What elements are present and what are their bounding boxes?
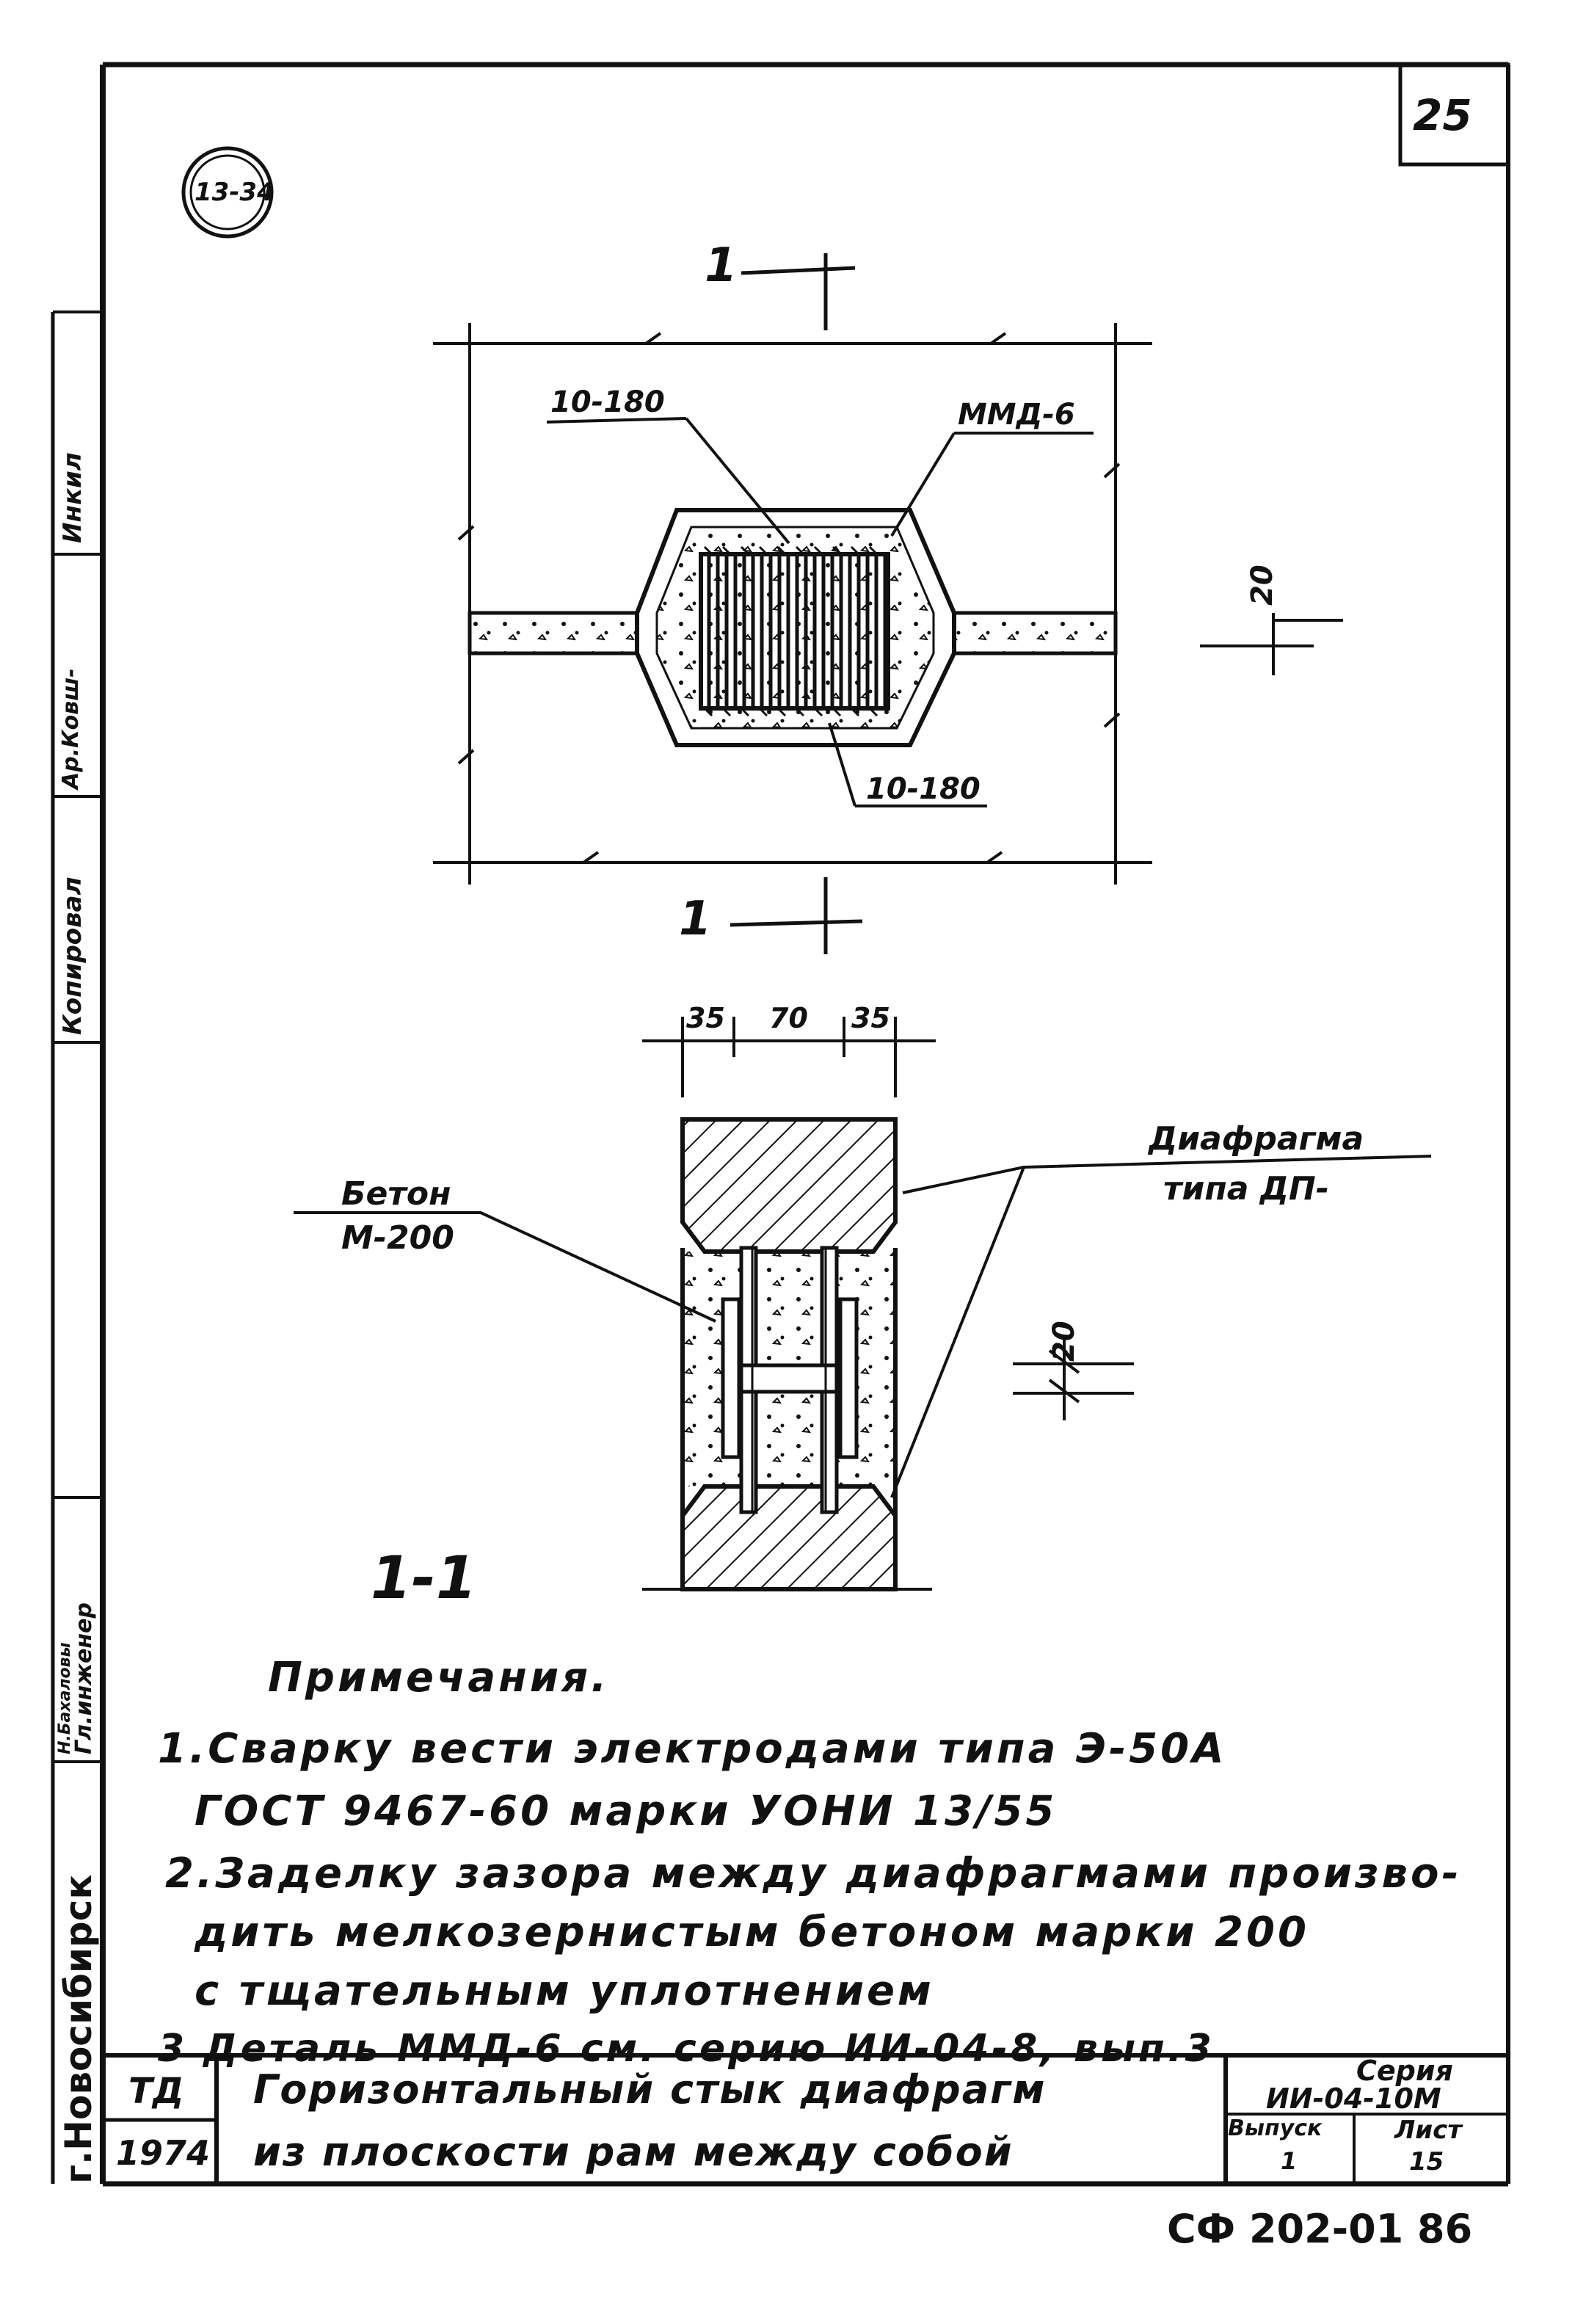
- title-line2: из плоскости рам между собой: [253, 2129, 1014, 2175]
- note-line: 3 Деталь ММД-6 см. серию ИИ-04-8, вып.3: [158, 2027, 1215, 2071]
- section-title: 1-1: [371, 1544, 477, 1612]
- diaphragm-label-line1: Диафрагма: [1149, 1120, 1364, 1158]
- section-dim-left: 35: [686, 1002, 725, 1034]
- concrete-label-line2: М-200: [341, 1219, 454, 1257]
- rebar-label-top: 10-180: [550, 385, 665, 419]
- section-dim-mid: 70: [769, 1002, 808, 1034]
- archive-number: СФ 202-01 86: [1167, 2206, 1473, 2252]
- page-number: 25: [1413, 90, 1472, 140]
- note-line: дить мелкозернистым бетоном марки 200: [194, 1909, 1309, 1956]
- sheet-value: 15: [1409, 2147, 1444, 2176]
- stamp-label: Гл.инженер: [71, 1602, 97, 1754]
- section-dim-right: 35: [851, 1002, 890, 1034]
- detail-label: ММД-6: [958, 398, 1075, 432]
- notes-heading: Примечания.: [268, 1654, 610, 1702]
- section-mark-bottom: 1: [679, 892, 712, 946]
- circle-mark-label: 13-34: [194, 178, 274, 207]
- sheet-label: Лист: [1394, 2116, 1462, 2145]
- section-dimension-20: 20: [1047, 1321, 1081, 1362]
- stamp-label: Копировал: [58, 876, 87, 1035]
- issue-label: Выпуск: [1228, 2116, 1323, 2141]
- section-view: [294, 1017, 1432, 1591]
- sheet-frame: [51, 62, 1510, 2187]
- note-line: 1.Сварку вести электродами типа Э-50А: [158, 1725, 1227, 1773]
- plan-dimension-20: 20: [1245, 564, 1279, 606]
- stamp-label: Инкил: [58, 452, 87, 543]
- section-mark-top: 1: [705, 239, 738, 293]
- title-year: 1974: [116, 2133, 211, 2173]
- stamp-label: Ар.Ковш-: [58, 668, 84, 789]
- note-line: 2.Заделку зазора между диафрагмами произ…: [165, 1850, 1462, 1898]
- series-value: ИИ-04-10М: [1266, 2082, 1441, 2115]
- plan-view: [433, 253, 1343, 954]
- concrete-label-line1: Бетон: [341, 1175, 451, 1213]
- note-line: с тщательным уплотнением: [194, 1967, 934, 2015]
- note-line: ГОСТ 9467-60 марки УОНИ 13/55: [194, 1787, 1058, 1835]
- diaphragm-label-line2: типа ДП-: [1163, 1170, 1330, 1208]
- issue-value: 1: [1281, 2147, 1298, 2175]
- stamp-label: Н.Бахаловы: [56, 1642, 74, 1754]
- series-label: Серия: [1356, 2055, 1453, 2087]
- stamp-city: г.Новосибирск: [57, 1874, 100, 2184]
- title-org: ТД: [128, 2071, 184, 2112]
- title-line1: Горизонтальный стык диафрагм: [253, 2066, 1047, 2113]
- rebar-label-bottom: 10-180: [866, 772, 981, 806]
